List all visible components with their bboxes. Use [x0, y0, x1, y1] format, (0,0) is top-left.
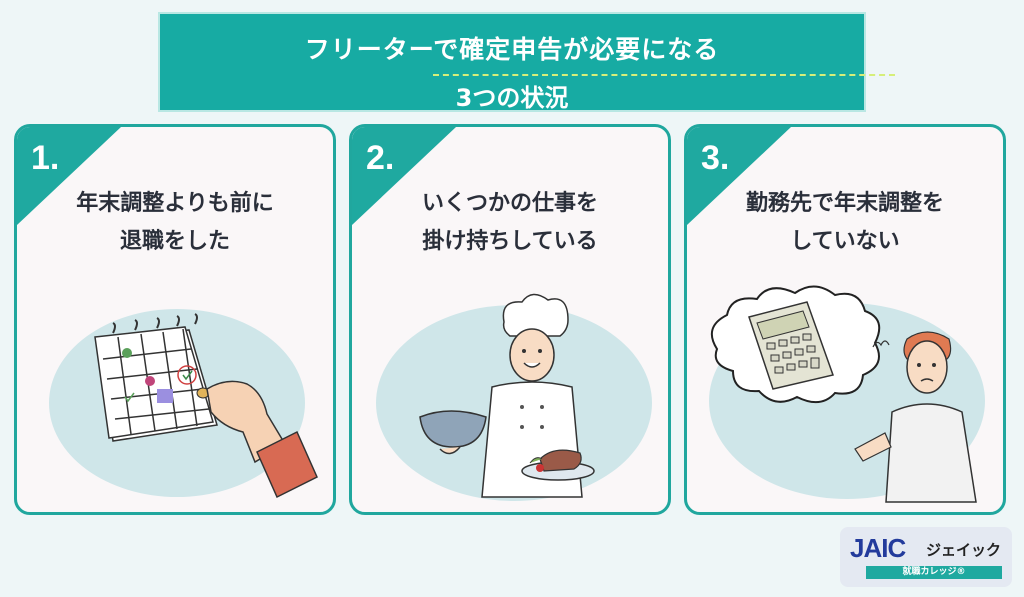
card-title-line2: していない — [790, 229, 900, 254]
logo-brand: JAIC — [850, 533, 906, 563]
card-number: 1. — [31, 139, 60, 177]
card-title-line2: 退職をした — [119, 229, 230, 254]
chef-with-steak-icon — [419, 293, 595, 498]
card-title: 勤務先で年末調整を していない — [687, 185, 1003, 261]
jaic-logo: JAIC ジェイック 就職カレッジ® — [840, 527, 1012, 587]
banner-subtitle: 3つの状況 — [455, 84, 569, 112]
title-banner: フリーターで確定申告が必要になる 3つの状況 — [158, 12, 895, 112]
situation-card-1: 1. 年末調整よりも前に 退職をした — [14, 124, 336, 515]
card-number: 3. — [701, 139, 730, 177]
worried-man-calculator-icon — [710, 285, 977, 503]
card-title-line1: 年末調整よりも前に — [76, 191, 274, 216]
logo-kana: ジェイック — [926, 541, 1002, 559]
situation-card-2: 2. いくつかの仕事を 掛け持ちしている — [349, 124, 671, 515]
situation-card-3: 3. 勤務先で年末調整を していない — [684, 124, 1006, 515]
card-title: 年末調整よりも前に 退職をした — [17, 185, 333, 261]
card-title-line1: 勤務先で年末調整を — [745, 191, 944, 216]
card-number: 2. — [366, 139, 395, 177]
card-title: いくつかの仕事を 掛け持ちしている — [352, 185, 668, 261]
banner-title: フリーターで確定申告が必要になる — [304, 35, 720, 64]
logo-subtitle: 就職カレッジ® — [866, 566, 1002, 579]
banner-divider — [433, 74, 895, 76]
calendar-hand-pin-icon — [94, 313, 318, 499]
card-title-line2: 掛け持ちしている — [422, 229, 598, 254]
card-title-line1: いくつかの仕事を — [421, 191, 598, 216]
